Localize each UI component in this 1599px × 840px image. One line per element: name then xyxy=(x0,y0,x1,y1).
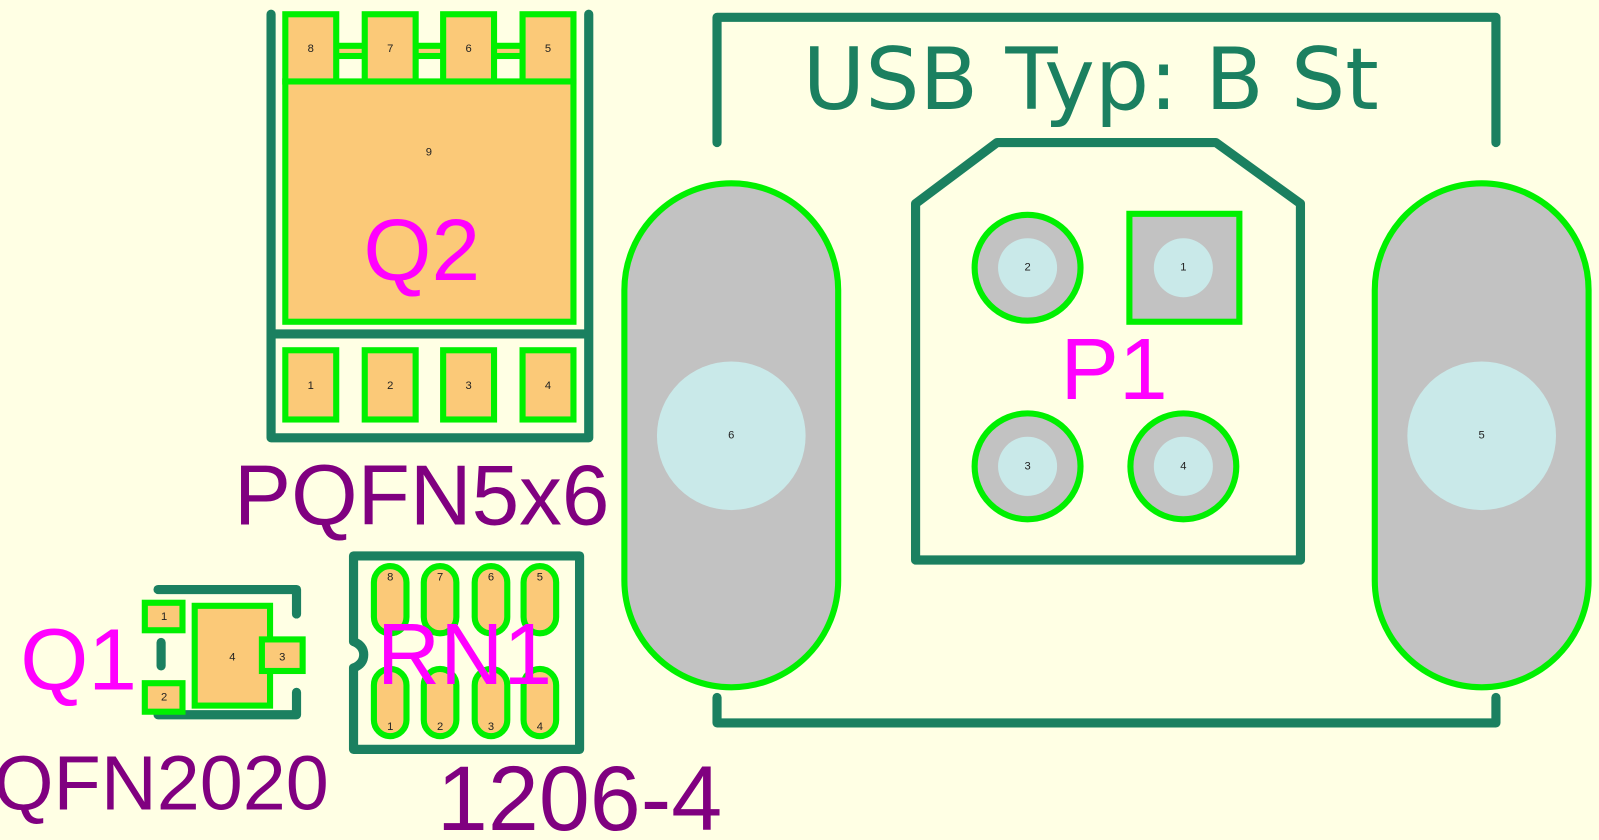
pad-number: 8 xyxy=(308,43,314,55)
q2-silkscreen xyxy=(266,9,594,443)
rn1-pad-7[interactable] xyxy=(420,563,460,637)
pad-number: 5 xyxy=(545,43,551,55)
drill-hole xyxy=(1153,238,1213,298)
pad-number: 4 xyxy=(229,652,235,664)
q2-reference: Q2 xyxy=(363,201,480,299)
pad-number: 7 xyxy=(387,43,393,55)
pad-number: 2 xyxy=(387,380,393,392)
q1-pad-1[interactable] xyxy=(141,599,186,634)
footprint-p1[interactable]: USB Typ: B St 1 2 3 4 5 6 P1 xyxy=(621,12,1592,728)
pad-number: 1 xyxy=(161,611,167,623)
rn1-reference: RN1 xyxy=(377,605,552,703)
rn1-pad-1[interactable] xyxy=(370,665,410,740)
pad-number: 1 xyxy=(387,721,393,733)
drill-hole xyxy=(656,361,806,511)
q1-pad-4[interactable] xyxy=(191,602,274,709)
pad-number: 2 xyxy=(161,691,167,703)
q2-pad-8[interactable] xyxy=(282,11,340,85)
p1-silkscreen-outline xyxy=(712,12,1501,728)
footprint-q1[interactable]: 1 2 3 4 Q1 QFN2020 xyxy=(0,584,329,827)
q1-silkscreen xyxy=(153,584,302,720)
q2-pad-9[interactable] xyxy=(282,78,577,325)
pad-number: 5 xyxy=(537,571,543,583)
q2-pad-2[interactable] xyxy=(361,347,419,423)
pad-number: 9 xyxy=(426,147,432,159)
q1-reference: Q1 xyxy=(20,610,137,708)
pad-number: 3 xyxy=(465,380,471,392)
pad-number: 2 xyxy=(1024,262,1030,274)
p1-reference: P1 xyxy=(1061,320,1168,418)
p1-silkscreen-body xyxy=(910,137,1306,565)
pad-number: 6 xyxy=(728,430,734,442)
pad-number: 3 xyxy=(488,721,494,733)
q2-pad-5[interactable] xyxy=(519,11,577,85)
pad-number: 6 xyxy=(465,43,471,55)
rn1-value: 1206-4 xyxy=(437,748,722,840)
drill-hole xyxy=(998,238,1058,298)
rn1-silkscreen xyxy=(348,551,585,754)
q2-pad-7[interactable] xyxy=(361,11,419,85)
rn1-pad-8[interactable] xyxy=(370,563,410,637)
pad-number: 4 xyxy=(537,721,543,733)
footprint-rn1[interactable]: 8 7 6 5 1 2 3 4 RN1 1206-4 xyxy=(348,551,723,840)
q2-value: PQFN5x6 xyxy=(234,448,609,543)
q1-pad-3[interactable] xyxy=(258,636,306,675)
pad-number: 1 xyxy=(308,380,314,392)
rn1-pad-2[interactable] xyxy=(420,665,460,740)
drill-hole xyxy=(998,436,1058,496)
pad-number: 8 xyxy=(387,571,393,583)
q2-pad-1[interactable] xyxy=(282,347,340,423)
pad-number: 6 xyxy=(488,571,494,583)
rn1-pad-4[interactable] xyxy=(520,665,560,740)
q1-value: QFN2020 xyxy=(0,740,329,826)
pad-number: 5 xyxy=(1479,430,1485,442)
pad-number: 1 xyxy=(1180,262,1186,274)
drill-hole xyxy=(1153,436,1213,496)
rn1-pad-6[interactable] xyxy=(471,563,511,637)
p1-silk-text: USB Typ: B St xyxy=(803,31,1379,130)
rn1-pad-3[interactable] xyxy=(471,665,511,740)
q2-pad-6[interactable] xyxy=(440,11,498,85)
pad-number: 4 xyxy=(1180,460,1186,472)
pad-number: 2 xyxy=(437,721,443,733)
pad-number: 7 xyxy=(437,571,443,583)
footprint-q2[interactable]: 8 7 6 5 9 1 2 3 4 Q2 PQFN5x6 xyxy=(234,9,609,543)
pad-number: 4 xyxy=(545,380,551,392)
drill-hole xyxy=(1407,361,1557,511)
q2-pad-bridge xyxy=(321,42,542,60)
pad-number: 3 xyxy=(279,652,285,664)
q2-pad-4[interactable] xyxy=(519,347,577,423)
q1-pad-2[interactable] xyxy=(141,680,186,715)
pad-number: 3 xyxy=(1024,460,1030,472)
rn1-pad-5[interactable] xyxy=(520,563,560,637)
q2-pad-3[interactable] xyxy=(440,347,498,423)
